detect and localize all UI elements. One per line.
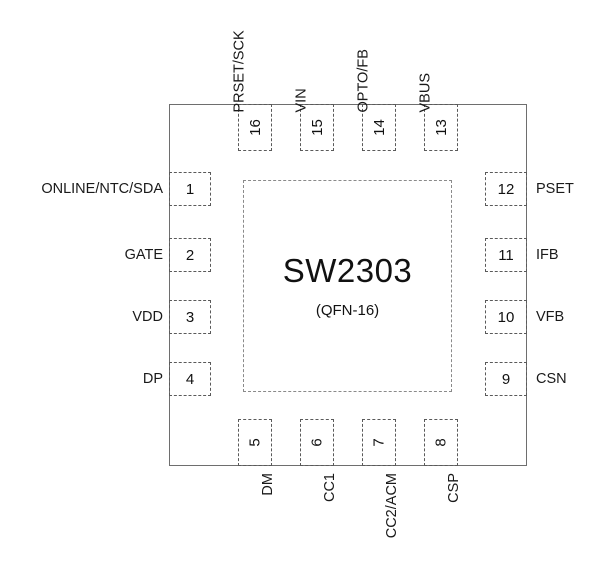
pin-label-8: CSP [446, 473, 462, 503]
pin-label-1: ONLINE/NTC/SDA [41, 180, 163, 197]
pin-pad-4[interactable]: 4 [169, 362, 211, 396]
pin-number-16: 16 [246, 119, 264, 136]
pin-pad-1[interactable]: 1 [169, 172, 211, 206]
pin-pad-2[interactable]: 2 [169, 238, 211, 272]
pin-pad-14[interactable]: 14 [362, 104, 396, 151]
pin-label-14: OPTO/FB [355, 49, 372, 113]
pin-pad-8[interactable]: 8 [424, 419, 458, 466]
pin-number-13: 13 [432, 119, 450, 136]
pin-number-4: 4 [185, 370, 195, 388]
pin-pad-7[interactable]: 7 [362, 419, 396, 466]
exposed-thermal-pad [243, 180, 452, 392]
pin-pad-13[interactable]: 13 [424, 104, 458, 151]
pin-number-2: 2 [185, 246, 195, 264]
package-outline [169, 104, 527, 466]
pin-pad-16[interactable]: 16 [238, 104, 272, 151]
pin-label-4: DP [142, 370, 163, 387]
pin-number-11: 11 [498, 246, 514, 264]
pin-label-15: VIN [293, 88, 310, 113]
pin-label-5: DM [260, 473, 276, 496]
pin-number-15: 15 [308, 119, 326, 136]
pin-label-12: PSET [536, 180, 574, 197]
pin-label-3: VDD [132, 308, 163, 325]
pin-pad-11[interactable]: 11 [485, 238, 527, 272]
pin-pad-9[interactable]: 9 [485, 362, 527, 396]
pin-number-8: 8 [432, 438, 450, 447]
pin-number-6: 6 [308, 438, 326, 447]
pin-pad-6[interactable]: 6 [300, 419, 334, 466]
pin-number-10: 10 [497, 308, 515, 326]
pin-pad-5[interactable]: 5 [238, 419, 272, 466]
pin-pad-15[interactable]: 15 [300, 104, 334, 151]
pin-pad-10[interactable]: 10 [485, 300, 527, 334]
pin-label-13: VBUS [417, 73, 434, 113]
pin-number-5: 5 [246, 438, 264, 447]
pin-number-1: 1 [185, 180, 195, 198]
pin-pad-12[interactable]: 12 [485, 172, 527, 206]
pin-label-10: VFB [536, 308, 565, 325]
pin-label-2: GATE [124, 246, 163, 263]
pin-number-12: 12 [497, 180, 515, 198]
pin-number-9: 9 [501, 370, 511, 388]
pin-number-14: 14 [370, 119, 388, 136]
pin-label-9: CSN [536, 370, 567, 387]
pin-label-6: CC1 [322, 473, 338, 503]
pin-pad-3[interactable]: 3 [169, 300, 211, 334]
pin-label-16: PRSET/SCK [231, 30, 248, 113]
pin-label-7: CC2/ACM [384, 473, 400, 539]
pin-label-11: IFB [536, 246, 559, 263]
pin-number-3: 3 [185, 308, 195, 326]
pin-number-7: 7 [370, 438, 388, 447]
